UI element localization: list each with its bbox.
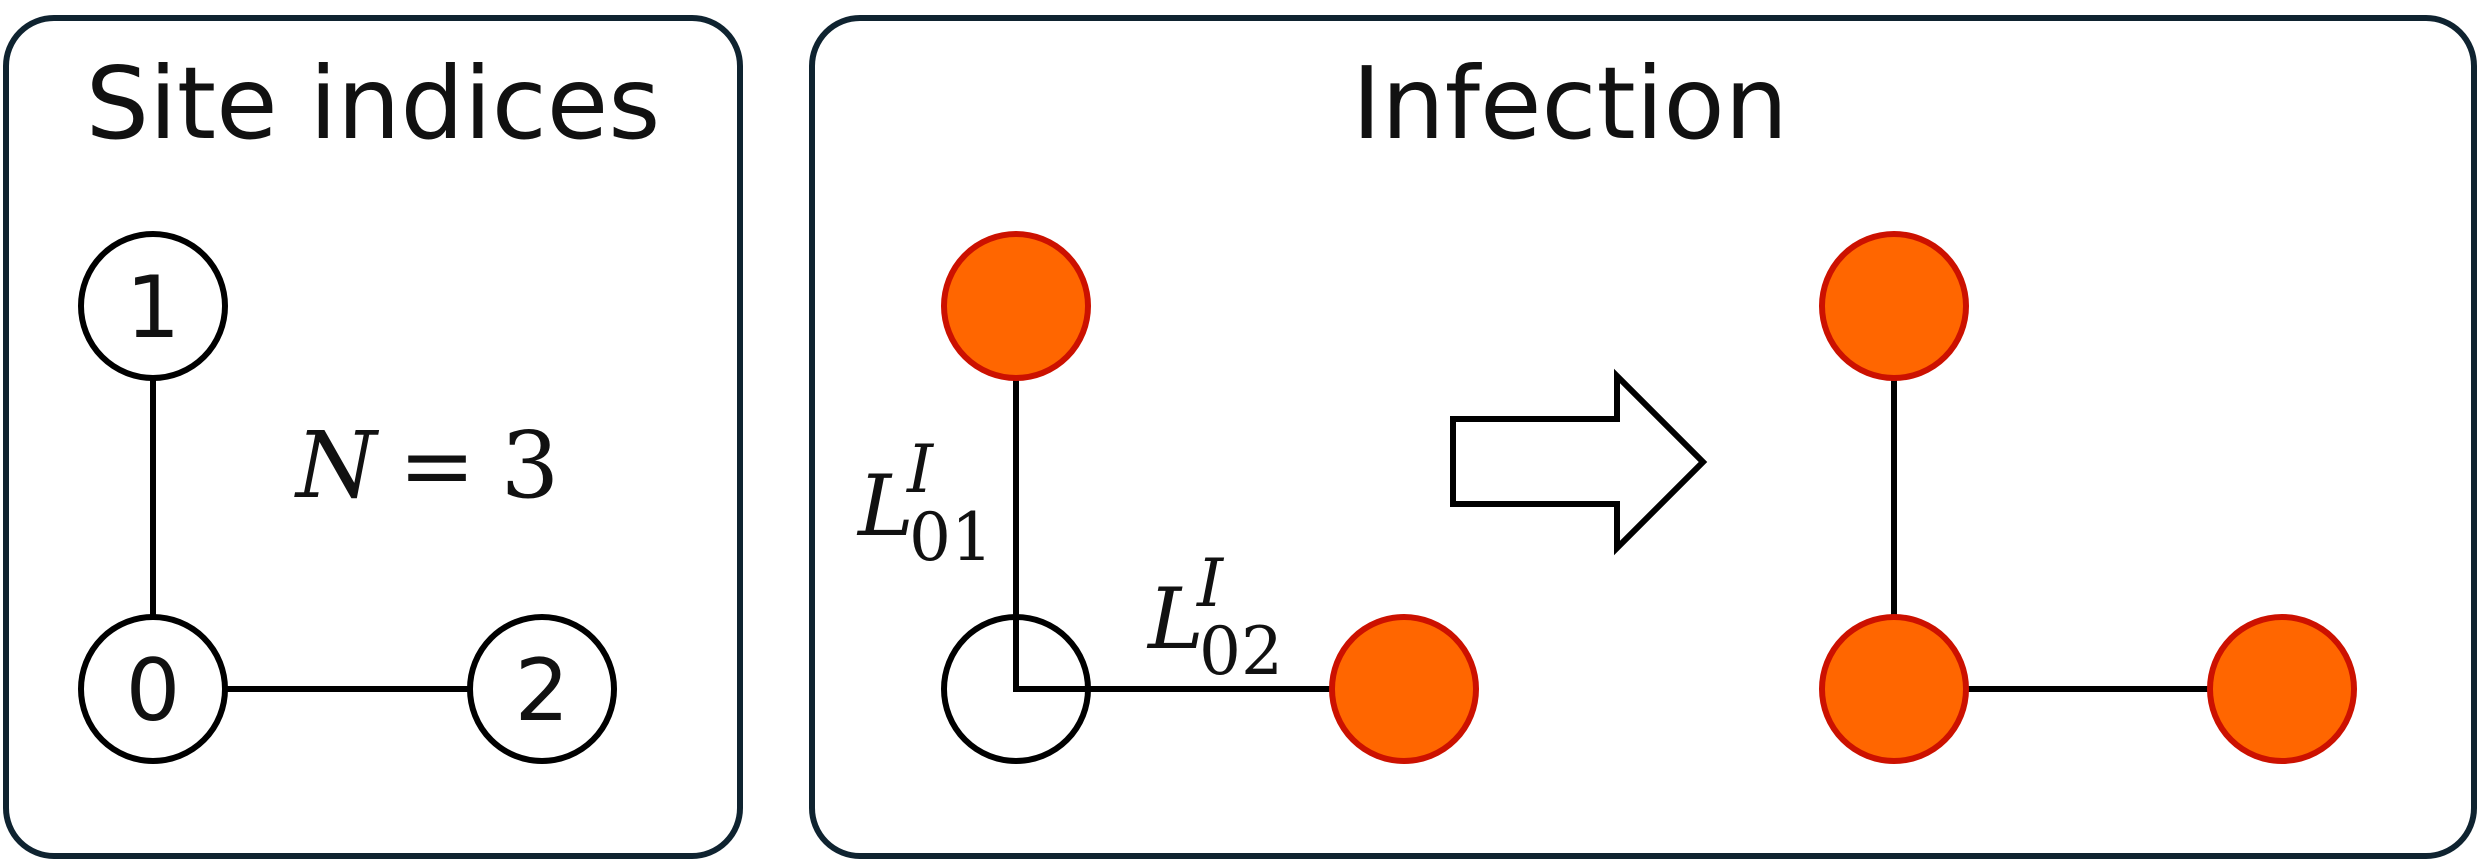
link-02-superscript: I: [1196, 545, 1225, 622]
site-count-equation: N = 3: [294, 412, 559, 519]
after-node-1-infected: [1819, 231, 1969, 381]
infection-panel: [809, 15, 2477, 859]
site-indices-panel: [3, 15, 743, 859]
before-node-1-infected: [941, 231, 1091, 381]
after-node-2-infected: [2207, 614, 2357, 764]
site-node-2-label: 2: [515, 641, 570, 741]
before-node-0-healthy: [941, 614, 1091, 764]
after-node-0-infected: [1819, 614, 1969, 764]
equation-symbol: N: [294, 412, 380, 519]
infection-title: Infection: [1352, 45, 1788, 162]
site-node-1: 1: [78, 231, 228, 381]
link-label-01: L I 01: [856, 431, 993, 576]
before-node-2-infected: [1329, 614, 1479, 764]
link-01-subscript: 01: [909, 499, 993, 576]
equation-value: 3: [501, 412, 560, 519]
site-node-0-label: 0: [126, 641, 181, 741]
equation-operator: =: [398, 412, 475, 519]
link-01-superscript: I: [906, 431, 935, 508]
site-indices-title: Site indices: [86, 45, 661, 162]
site-node-2: 2: [467, 614, 617, 764]
link-02-base: L: [1146, 570, 1204, 668]
link-02-subscript: 02: [1199, 613, 1283, 690]
right-arrow-icon: [1450, 368, 1708, 556]
link-label-02: L I 02: [1146, 545, 1283, 690]
site-node-1-label: 1: [126, 258, 181, 358]
link-01-base: L: [856, 457, 914, 555]
site-node-0: 0: [78, 614, 228, 764]
